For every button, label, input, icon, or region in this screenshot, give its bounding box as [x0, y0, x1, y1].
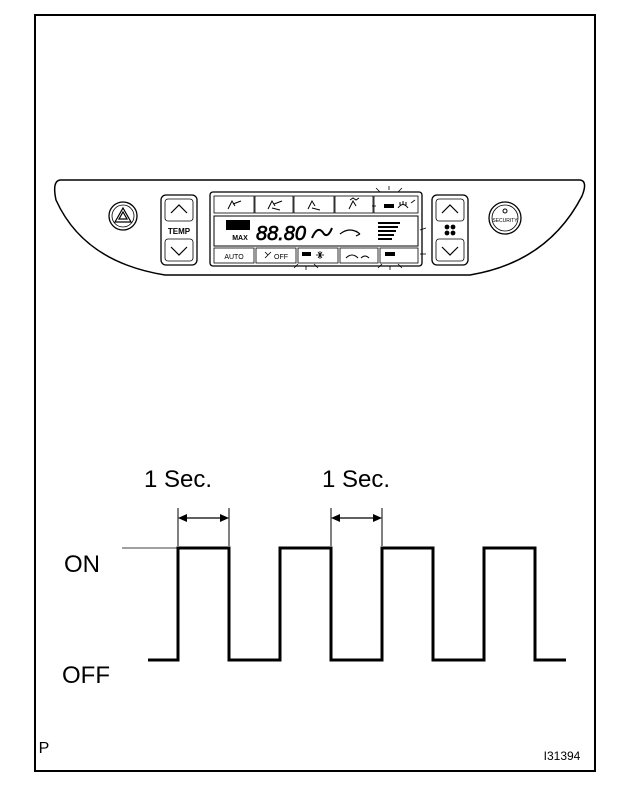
- foot-vent-icon: [307, 199, 321, 211]
- foot-defrost-icon: [348, 197, 360, 210]
- blink-rays-bottom: [293, 227, 427, 270]
- bilevel-vent-icon: [267, 199, 283, 211]
- auto-button[interactable]: [213, 247, 255, 264]
- temp-down-icon: [170, 246, 188, 256]
- temp-label: TEMP: [168, 227, 191, 236]
- fan-up-icon: [441, 204, 459, 214]
- fan-rocker[interactable]: [431, 194, 469, 266]
- security-label: SECURITY: [492, 218, 518, 224]
- lcd-digits: 88.80: [256, 223, 306, 245]
- lcd-display: MAX 88.80: [213, 215, 419, 247]
- security-button[interactable]: SECURITY: [488, 201, 522, 235]
- on-label: ON: [64, 551, 100, 578]
- hazard-icon: [113, 206, 133, 223]
- off-level-label: OFF: [62, 662, 110, 689]
- fan-icon: [444, 224, 456, 236]
- airflow-icon: [311, 227, 333, 239]
- max-indicator: [226, 220, 250, 230]
- defrost-indicator-led: [384, 204, 394, 208]
- interval-annotation-1: 1 Sec.: [144, 466, 230, 546]
- hazard-button[interactable]: [108, 201, 138, 231]
- face-vent-icon: [227, 199, 242, 210]
- mode-button-front-defrost[interactable]: [373, 195, 419, 214]
- off-button[interactable]: [255, 247, 297, 264]
- max-label: MAX: [232, 235, 248, 242]
- bottom-buttons-row: AUTO OFF: [213, 227, 427, 270]
- interval-label-2: 1 Sec.: [322, 466, 390, 493]
- ac-indicator-led: [302, 252, 311, 256]
- fan-down-icon: [441, 246, 459, 256]
- rear-defrost-button[interactable]: [339, 247, 379, 264]
- ac-button[interactable]: [297, 247, 339, 264]
- fan-speed-bars: [378, 222, 400, 240]
- temp-rocker[interactable]: TEMP: [160, 194, 198, 266]
- interval-label-1: 1 Sec.: [144, 466, 212, 493]
- front-defrost-icon: [397, 201, 409, 209]
- mode-button-foot-defrost[interactable]: [334, 195, 374, 214]
- center-control-block: MAX 88.80 AUTO OFF: [209, 186, 427, 270]
- figure-frame: [34, 14, 596, 772]
- temp-up-icon: [170, 204, 188, 214]
- auto-label: AUTO: [224, 254, 244, 261]
- rear-indicator-led: [385, 252, 395, 256]
- recirculation-icon: [339, 229, 361, 237]
- security-indicator-icon: [502, 208, 508, 214]
- corner-letter: P: [39, 740, 50, 757]
- off-label: OFF: [274, 254, 288, 261]
- figure-id: I31394: [544, 749, 581, 763]
- ac-snowflake-icon: [316, 251, 324, 259]
- interval-annotation-2: 1 Sec.: [322, 466, 390, 546]
- mode-buttons-row: [213, 186, 419, 214]
- pulse-waveform: [148, 546, 566, 662]
- rear-ac-button[interactable]: [379, 247, 419, 264]
- fan-off-icon: [264, 251, 272, 259]
- blink-rays-top: [372, 186, 416, 207]
- rear-defrost-icon: [345, 254, 370, 259]
